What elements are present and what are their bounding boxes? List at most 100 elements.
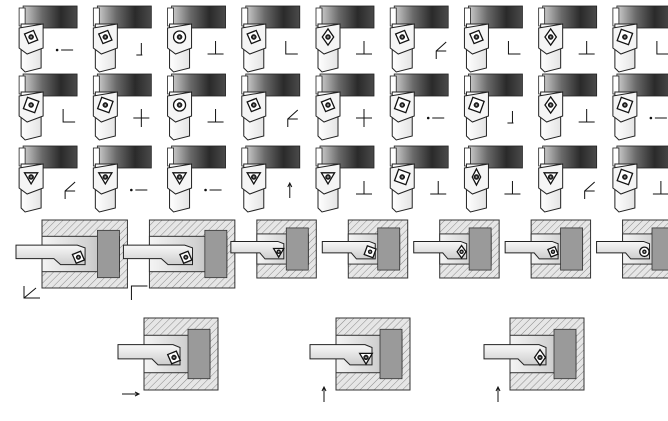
turning-tool-tool-27 [612,145,668,213]
workpiece-face [389,147,397,167]
bore-step [377,227,401,271]
boring-bar-bore-7 [596,219,668,279]
screw-slot [475,176,478,178]
motion-symbol-ell [285,41,298,55]
workpiece-face [612,147,620,167]
screw-slot [252,104,255,106]
screw-slot [401,104,404,106]
workpiece-face [538,7,546,27]
turning-tool-tool-12 [167,73,226,141]
boring-bar-shank [596,240,651,260]
workpiece-face [464,7,471,27]
screw-slot [178,36,181,38]
screw-slot [552,250,554,253]
turning-tool-tool-21 [167,145,226,213]
motion-symbol-dash [649,116,653,120]
workpiece-face [315,147,323,167]
bore-step [187,328,211,380]
screw-slot [549,104,552,106]
screw-slot [277,250,280,253]
turning-tool-tool-9 [612,5,668,73]
screw-slot [460,250,463,253]
screw-slot [643,250,646,253]
workpiece-face [389,75,397,95]
workpiece-face [612,75,620,95]
screw-slot [173,356,175,359]
motion-symbol-ell [507,41,521,55]
screw-slot [539,356,541,359]
screw-slot [549,36,552,38]
turning-tool-tool-3 [167,5,226,73]
turning-tool-tool-19 [18,145,78,213]
boring-bar-bore-2 [122,219,236,300]
turning-tool-tool-11 [92,73,152,141]
screw-slot [327,176,329,178]
bore-step [379,328,403,380]
screw-slot [104,36,107,38]
turning-tool-tool-4 [241,5,301,73]
boring-bar-bore-8 [117,317,219,397]
motion-symbol-corner-arrow [23,287,37,299]
screw-slot [623,104,626,106]
workpiece-face [92,7,100,27]
motion-symbol-ell [656,41,668,55]
turning-tool-tool-8 [538,5,598,73]
screw-slot [369,250,371,253]
screw-slot [475,104,478,106]
screw-slot [327,104,329,106]
bore-step [204,229,228,279]
screw-slot [178,104,181,106]
motion-symbol-corner [130,285,148,300]
turning-tool-tool-1 [18,5,78,73]
workpiece-face [241,7,249,27]
turning-tool-tool-5 [315,5,375,73]
screw-slot [104,176,107,178]
screw-slot [252,36,255,38]
screw-slot [623,36,626,38]
workpiece-face [92,75,100,95]
boring-bar-bore-4 [321,219,409,279]
motion-symbol-arrow-up [287,181,293,188]
bore-step [285,227,309,271]
motion-symbol-dash [130,188,133,192]
boring-bar-bore-5 [413,219,500,279]
boring-bar-bore-6 [504,219,592,279]
motion-symbol-arrow-up [321,385,327,392]
bore-step [97,229,120,279]
workpiece-face [18,7,26,27]
motion-symbol-arrow-right [134,391,141,397]
screw-slot [549,176,552,178]
boring-bar-shank [483,344,547,366]
turning-tool-tool-13 [241,73,301,141]
screw-slot [401,176,404,178]
workpiece-face [538,147,546,167]
motion-symbol-dash [204,188,207,192]
turning-tool-tool-14 [315,73,375,141]
screw-slot [104,104,107,106]
turning-tool-tool-15 [389,73,449,141]
workpiece-face [18,75,26,95]
screw-slot [178,176,181,178]
workpiece-face [389,7,397,27]
turning-tool-tool-23 [315,145,375,213]
motion-symbol-dash [426,116,430,120]
bore-step [553,328,577,380]
workpiece-face [315,7,323,27]
boring-bar-shank [117,344,181,366]
screw-slot [77,256,80,259]
screw-slot [475,36,478,38]
boring-bar-shank [321,240,376,260]
boring-bar-bore-3 [230,219,317,279]
screw-slot [30,36,33,38]
turning-tool-tool-16 [463,73,523,141]
turning-tool-tool-7 [463,5,523,73]
workpiece-face [464,75,471,95]
turning-tool-tool-10 [18,73,78,141]
motion-symbol-ell [62,109,76,123]
turning-tool-tool-18 [612,73,668,141]
bore-step [468,227,492,271]
workpiece-face [167,7,174,27]
bore-step [651,227,668,271]
